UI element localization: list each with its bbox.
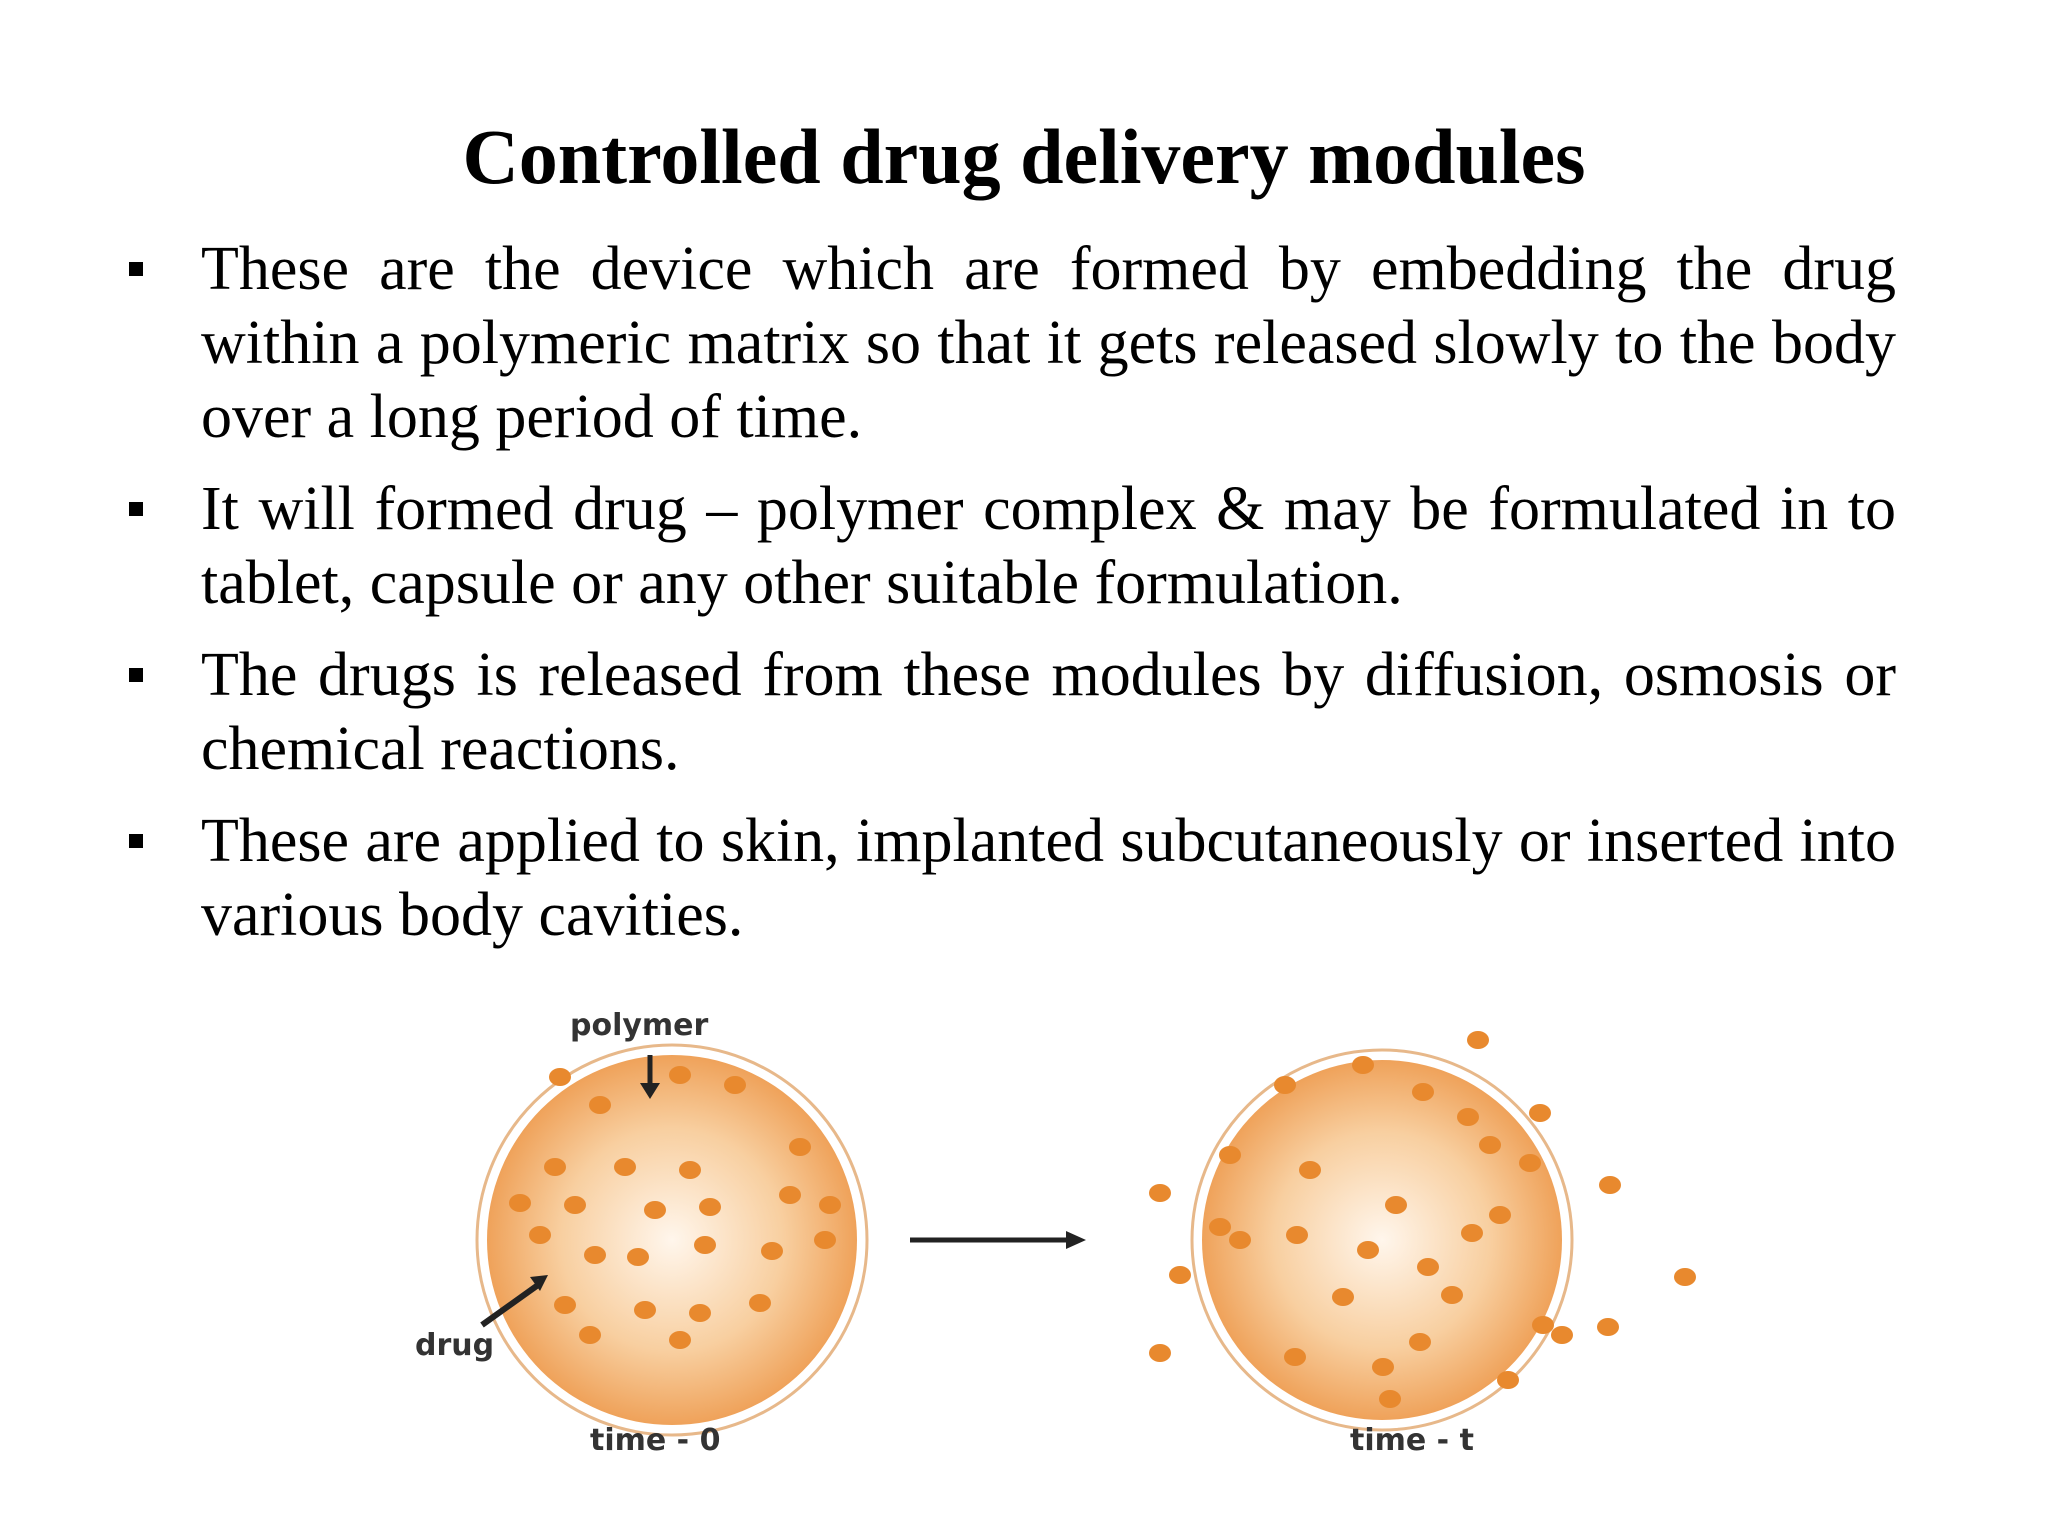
polymer-label: polymer [570, 1008, 709, 1043]
process-arrow [910, 1231, 1086, 1249]
drug-particle [1299, 1161, 1321, 1179]
drug-label: drug [415, 1328, 494, 1363]
drug-particle [789, 1138, 811, 1156]
drug-particle [1219, 1146, 1241, 1164]
drug-particle [1532, 1316, 1554, 1334]
bullet-text: The drugs is released from these modules… [201, 641, 1896, 783]
polymer-arrow [640, 1055, 660, 1099]
drug-particles [509, 1066, 841, 1349]
sphere-time-t [1149, 1031, 1696, 1432]
drug-particle [544, 1158, 566, 1176]
drug-particle [1674, 1268, 1696, 1286]
drug-particle [1209, 1218, 1231, 1236]
bullet-marker [129, 502, 143, 516]
drug-particle [1479, 1136, 1501, 1154]
drug-particle [819, 1196, 841, 1214]
drug-arrow [480, 1275, 548, 1328]
drug-particle [1599, 1176, 1621, 1194]
drug-particle [1149, 1184, 1171, 1202]
drug-particle [1519, 1154, 1541, 1172]
bullet-text: It will formed drug – polymer complex & … [201, 475, 1896, 617]
drug-particle [669, 1331, 691, 1349]
drug-particle [627, 1248, 649, 1266]
drug-particle [1417, 1258, 1439, 1276]
drug-release-diagram: polymer drug time - 0 time - [380, 995, 1740, 1475]
drug-particle [584, 1246, 606, 1264]
drug-particle [509, 1194, 531, 1212]
drug-particle [589, 1096, 611, 1114]
drug-particle [529, 1226, 551, 1244]
drug-particle [1149, 1344, 1171, 1362]
slide-title: Controlled drug delivery modules [462, 113, 1586, 200]
drug-particle [1286, 1226, 1308, 1244]
drug-particle [564, 1196, 586, 1214]
drug-particle [689, 1304, 711, 1322]
drug-particle [1441, 1286, 1463, 1304]
drug-particle [1169, 1266, 1191, 1284]
bullet-marker [129, 834, 143, 848]
drug-particle [1529, 1104, 1551, 1122]
bullet-item: These are the device which are formed by… [126, 232, 1896, 454]
drug-particle [1274, 1076, 1296, 1094]
drug-particle [1551, 1326, 1573, 1344]
drug-particle [549, 1068, 571, 1086]
drug-particle [669, 1066, 691, 1084]
sphere-time-0 [475, 1043, 869, 1437]
bullet-item: It will formed drug – polymer complex & … [126, 472, 1896, 620]
drug-particle [1284, 1348, 1306, 1366]
drug-particle [749, 1294, 771, 1312]
drug-particle [1385, 1196, 1407, 1214]
drug-particle [1457, 1108, 1479, 1126]
polymer-matrix [1202, 1060, 1562, 1420]
drug-particles [1149, 1031, 1696, 1408]
drug-particle [1461, 1224, 1483, 1242]
drug-particle [779, 1186, 801, 1204]
time-0-label: time - 0 [590, 1423, 720, 1458]
drug-particle [814, 1231, 836, 1249]
drug-particle [644, 1201, 666, 1219]
bullet-item: The drugs is released from these modules… [126, 638, 1896, 786]
drug-particle [724, 1076, 746, 1094]
drug-particle [761, 1242, 783, 1260]
drug-particle [1372, 1358, 1394, 1376]
bullet-text: These are the device which are formed by… [201, 235, 1896, 451]
drug-particle [554, 1296, 576, 1314]
drug-particle [699, 1198, 721, 1216]
time-t-label: time - t [1350, 1423, 1474, 1458]
drug-particle [634, 1301, 656, 1319]
drug-particle [614, 1158, 636, 1176]
drug-particle [1352, 1056, 1374, 1074]
drug-particle [1489, 1206, 1511, 1224]
bullet-marker [129, 668, 143, 682]
diagram-svg: polymer drug time - 0 time - [415, 1008, 1696, 1458]
bullet-text: These are applied to skin, implanted sub… [201, 807, 1896, 949]
drug-particle [694, 1236, 716, 1254]
drug-particle [1412, 1083, 1434, 1101]
bullet-marker [129, 262, 143, 276]
drug-particle [1332, 1288, 1354, 1306]
drug-particle [1467, 1031, 1489, 1049]
drug-particle [1597, 1318, 1619, 1336]
drug-particle [1229, 1231, 1251, 1249]
drug-particle [1497, 1371, 1519, 1389]
drug-particle [1409, 1333, 1431, 1351]
bullet-item: These are applied to skin, implanted sub… [126, 804, 1896, 952]
drug-particle [1357, 1241, 1379, 1259]
drug-particle [1379, 1390, 1401, 1408]
drug-particle [679, 1161, 701, 1179]
bullet-list: These are the device which are formed by… [126, 232, 1896, 970]
drug-particle [579, 1326, 601, 1344]
